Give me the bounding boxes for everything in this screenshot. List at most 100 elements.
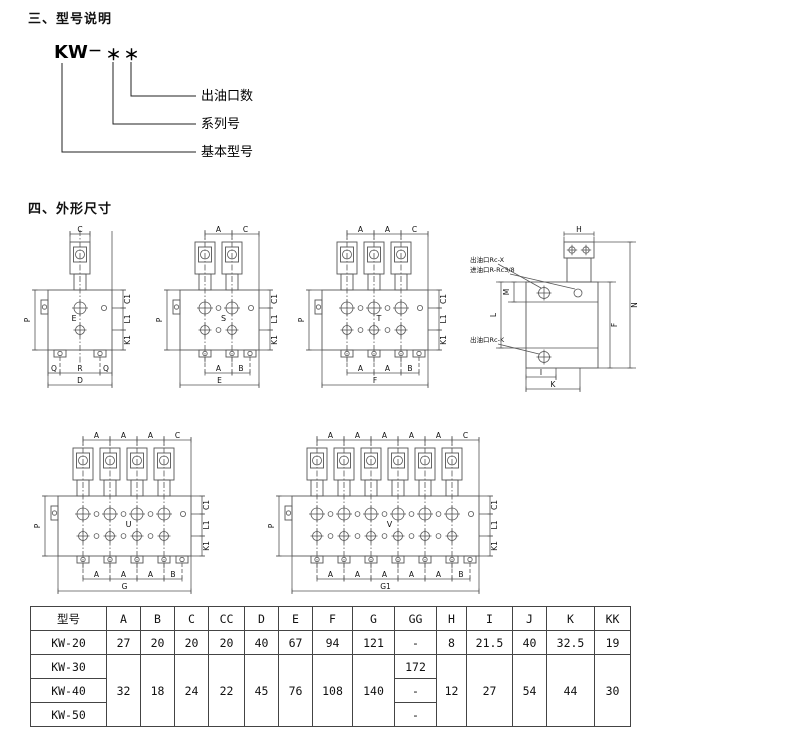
dim-label: Q xyxy=(103,364,109,373)
dim-label: T xyxy=(376,314,382,323)
dim-label: A xyxy=(409,431,415,440)
drawing-front-view-1-outlet: CQRQDPC1L1K1E xyxy=(23,224,144,400)
dimension-table: 型号 A B C CC D E F G GG H I J K KK KW-20 … xyxy=(30,606,631,727)
table-header-row: 型号 A B C CC D E F G GG H I J K KK xyxy=(30,606,631,631)
dim-label: L1 xyxy=(202,520,211,529)
port-circle xyxy=(75,249,85,260)
port-circle xyxy=(447,455,457,466)
table-cell: 19 xyxy=(594,630,631,655)
dim-label: A xyxy=(382,570,388,579)
dim-label: A xyxy=(355,431,361,440)
table-cell: 76 xyxy=(278,654,313,727)
dim-label: A xyxy=(328,570,334,579)
port-circle xyxy=(147,511,154,517)
dim-label: A xyxy=(148,431,154,440)
dim-label: H xyxy=(576,226,582,234)
table-cell: 24 xyxy=(174,654,209,727)
dim-label: C1 xyxy=(202,500,211,510)
dim-label: A xyxy=(216,364,222,373)
table-cell: 27 xyxy=(466,654,513,727)
port-circle xyxy=(573,288,583,298)
port-circle xyxy=(422,556,428,563)
dim-label: C xyxy=(412,225,417,234)
model-dash: － xyxy=(88,44,102,60)
table-cell: 172 xyxy=(394,654,437,679)
dim-label: A xyxy=(436,570,442,579)
port-circle xyxy=(51,510,58,516)
port-circle xyxy=(93,511,100,517)
valve-front-view: AACAABFPC1L1K1T xyxy=(297,225,448,388)
dim-label: A xyxy=(409,570,415,579)
port-circle xyxy=(342,249,352,260)
dim-label: S xyxy=(221,314,226,323)
port-circle xyxy=(354,533,361,539)
dim-label: A xyxy=(121,431,127,440)
port-circle xyxy=(327,511,334,517)
table-cell: 21.5 xyxy=(466,630,513,655)
table-cell: 20 xyxy=(140,630,175,655)
dim-label: K xyxy=(551,380,557,389)
dim-label: F xyxy=(373,376,377,385)
table-header-cell: K xyxy=(546,606,595,631)
port-circle xyxy=(285,510,292,516)
port-circle xyxy=(435,533,442,539)
port-circle xyxy=(132,455,142,466)
port-circle xyxy=(101,305,108,312)
dim-label: P xyxy=(268,523,276,528)
dim-label: U xyxy=(126,520,132,529)
port-circle xyxy=(435,511,442,517)
model-cell: KW-40 xyxy=(30,678,107,703)
port-circle xyxy=(200,249,210,260)
table-cell: 30 xyxy=(594,654,631,727)
port-circle xyxy=(395,556,401,563)
table-cell: 12 xyxy=(436,654,467,727)
valve-front-view: ACABEPC1L1K1S xyxy=(155,225,279,388)
port-circle xyxy=(229,350,235,357)
table-row-kw20: KW-20 27 20 20 20 40 67 94 121 - 8 21.5 … xyxy=(30,630,631,655)
model-cell: KW-30 xyxy=(30,654,107,679)
table-header-cell: C xyxy=(174,606,209,631)
dim-label: C1 xyxy=(439,294,448,304)
table-cell: 40 xyxy=(512,630,547,655)
port-circle xyxy=(315,304,322,310)
port-circle xyxy=(161,556,167,563)
port-circle xyxy=(467,556,473,563)
dim-label: Q xyxy=(51,364,57,373)
dim-label: P xyxy=(156,317,164,322)
port-circle xyxy=(357,327,364,333)
port-circle xyxy=(97,350,103,357)
dim-label: R xyxy=(77,364,82,373)
table-cell: 44 xyxy=(546,654,595,727)
dim-label: P xyxy=(298,317,306,322)
port-circle xyxy=(314,556,320,563)
port-circle xyxy=(215,327,222,333)
dim-label: A xyxy=(121,570,127,579)
table-row-kw30: KW-30 32 18 24 22 45 76 108 140 172 12 2… xyxy=(30,654,631,727)
dim-label: L xyxy=(489,312,498,317)
table-header-cell: KK xyxy=(594,606,631,631)
table-header-cell: A xyxy=(106,606,141,631)
dim-label: L1 xyxy=(123,314,132,323)
table-header-cell: F xyxy=(312,606,353,631)
table-header-cell: G xyxy=(352,606,395,631)
drawing-front-view-4-outlet: AAACAAABGPC1L1K1U xyxy=(33,430,223,606)
dim-label: I xyxy=(540,368,542,377)
port-circle xyxy=(120,511,127,517)
dim-label: D xyxy=(77,376,83,385)
port-circle xyxy=(57,350,63,357)
label-series-number: 系列号 xyxy=(201,117,240,132)
port-circle xyxy=(120,533,127,539)
port-circle xyxy=(215,305,222,311)
table-header-cell: I xyxy=(466,606,513,631)
table-cell: 40 xyxy=(244,630,279,655)
note-outlet-bottom: 出油口Rc-K xyxy=(470,335,505,344)
table-header-cell: D xyxy=(244,606,279,631)
leader-line-series xyxy=(112,62,196,125)
table-cell: 94 xyxy=(312,630,353,655)
dim-label: K1 xyxy=(490,541,499,551)
leader-line-outlets xyxy=(130,62,196,97)
port-circle xyxy=(368,556,374,563)
note-inlet: 进油口R-Rc3/8 xyxy=(470,265,515,274)
dim-label: A xyxy=(358,364,364,373)
model-star-2: ＊ xyxy=(124,46,139,64)
